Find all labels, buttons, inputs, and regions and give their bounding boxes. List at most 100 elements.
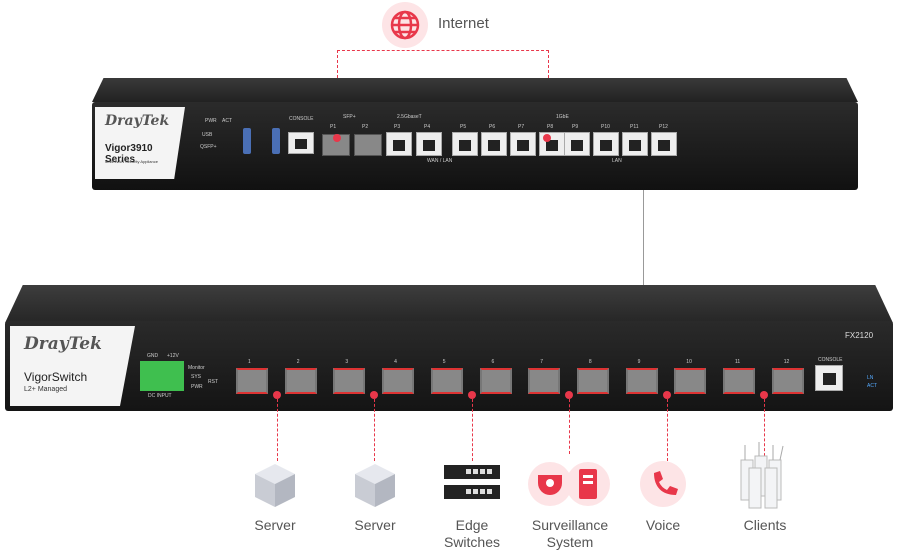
port-dot [273,391,281,399]
usb-led-label: USB [202,132,213,138]
internet-label: Internet [438,15,489,32]
device-label: Voice [645,517,681,533]
port-dot [370,391,379,399]
sfp-port-4 [382,368,415,394]
sfp-port-2 [284,368,317,394]
port-label: P1 [330,124,337,130]
port-number: 2 [296,359,300,365]
switch-console-port [815,365,843,391]
uplink-dot [543,134,551,142]
port-number: 4 [394,359,397,365]
vigor3910-router: DrayTek Vigor3910 Series Multi-WAN Secur… [92,78,858,200]
port-label: P6 [489,124,496,130]
globe-icon [382,2,428,48]
port-link [374,399,376,461]
port-dot [565,391,574,399]
sfp-port-6 [479,368,512,394]
port-number: 1 [248,359,251,365]
router-subtitle: Multi-WAN Security Appliance [105,159,158,164]
router-switch-link [643,190,644,286]
rj45-port [593,132,619,156]
router-label-plate: DrayTek Vigor3910 Series Multi-WAN Secur… [95,107,185,179]
qsfp-led-label: QSFP+ [200,144,217,150]
sfp-port-11 [723,368,755,394]
port-label: P8 [547,124,554,130]
port-number: 6 [491,359,495,365]
switch-icon [430,458,514,510]
port-dot [662,391,671,399]
port-label: P7 [518,124,525,130]
port-number: 9 [637,359,641,365]
rj45-port [510,132,536,156]
sfp-port-3 [333,368,366,394]
dc-input-label: DC INPUT [148,393,172,399]
sfp-port-7 [528,368,561,394]
rj-group-b-label: 1GbE [556,114,569,120]
server-icon [333,458,417,510]
pwr-led-label: PWR [205,118,217,124]
port-number: 12 [783,359,790,365]
gnd-label: GND [147,353,159,359]
switch-model: VigorSwitch [24,370,88,384]
port-dot [760,391,768,399]
sfp-port-5 [430,368,463,394]
port-number: 5 [442,359,446,365]
usb-port [272,128,280,154]
port-label: P12 [659,124,668,130]
sfp-port-8 [576,368,609,394]
vigorswitch-fx2120: DrayTek VigorSwitch L2+ Managed GND +12V… [5,285,893,415]
port-number: 7 [540,359,543,365]
port-label: P2 [362,124,369,130]
rj45-port [452,132,478,156]
port-link [277,399,278,461]
act-led-label: ACT [222,118,232,124]
port-link [471,399,473,461]
sfp-port-1 [236,368,268,394]
sfp-port [354,134,382,156]
port-link [569,399,571,454]
server-icon [233,458,317,510]
port-label: P3 [394,124,401,130]
rj45-port [386,132,412,156]
port-label: P9 [572,124,579,130]
act-led: ACT [867,383,877,389]
ln-led: LN [867,375,874,381]
port-number: 10 [686,359,692,365]
rj-group-a-label: 2.5GbaseT [397,114,422,120]
rj45-port [416,132,442,156]
sfp-port-12 [771,368,804,394]
wanlan-label: WAN / LAN [427,158,453,164]
camera-icon [528,458,612,510]
router-model: Vigor3910 Series [105,143,153,165]
rst-button[interactable]: RST [208,379,218,385]
device-label: Clients [743,517,787,533]
rj45-port [564,132,590,156]
v12-label: +12V [167,353,179,359]
rj45-port [651,132,677,156]
switch-console-label: CONSOLE [818,357,843,363]
router-console-port [288,132,314,154]
switch-brand: DrayTek [24,334,102,354]
monitor-led-label: Monitor [188,365,205,371]
sfp-port-9 [625,368,658,394]
port-label: P4 [424,124,431,130]
port-label: P5 [460,124,467,130]
switch-model-code: FX2120 [845,331,874,340]
switch-subtitle: L2+ Managed [24,386,68,393]
port-label: P11 [630,124,639,130]
port-number: 11 [735,359,741,365]
port-link [666,399,668,461]
router-console-label: CONSOLE [289,116,314,122]
switch-label-plate: DrayTek VigorSwitch L2+ Managed [10,326,135,406]
port-label: P10 [601,124,610,130]
dc-power-terminal [140,361,184,391]
access-point-icon [723,440,807,510]
device-label: Server [354,517,396,533]
rj45-port [622,132,648,156]
usb-port [243,128,251,154]
sfp-group-label: SFP+ [343,114,356,120]
uplink-dot [333,134,341,142]
port-number: 8 [588,359,592,365]
lan-label: LAN [612,158,622,164]
